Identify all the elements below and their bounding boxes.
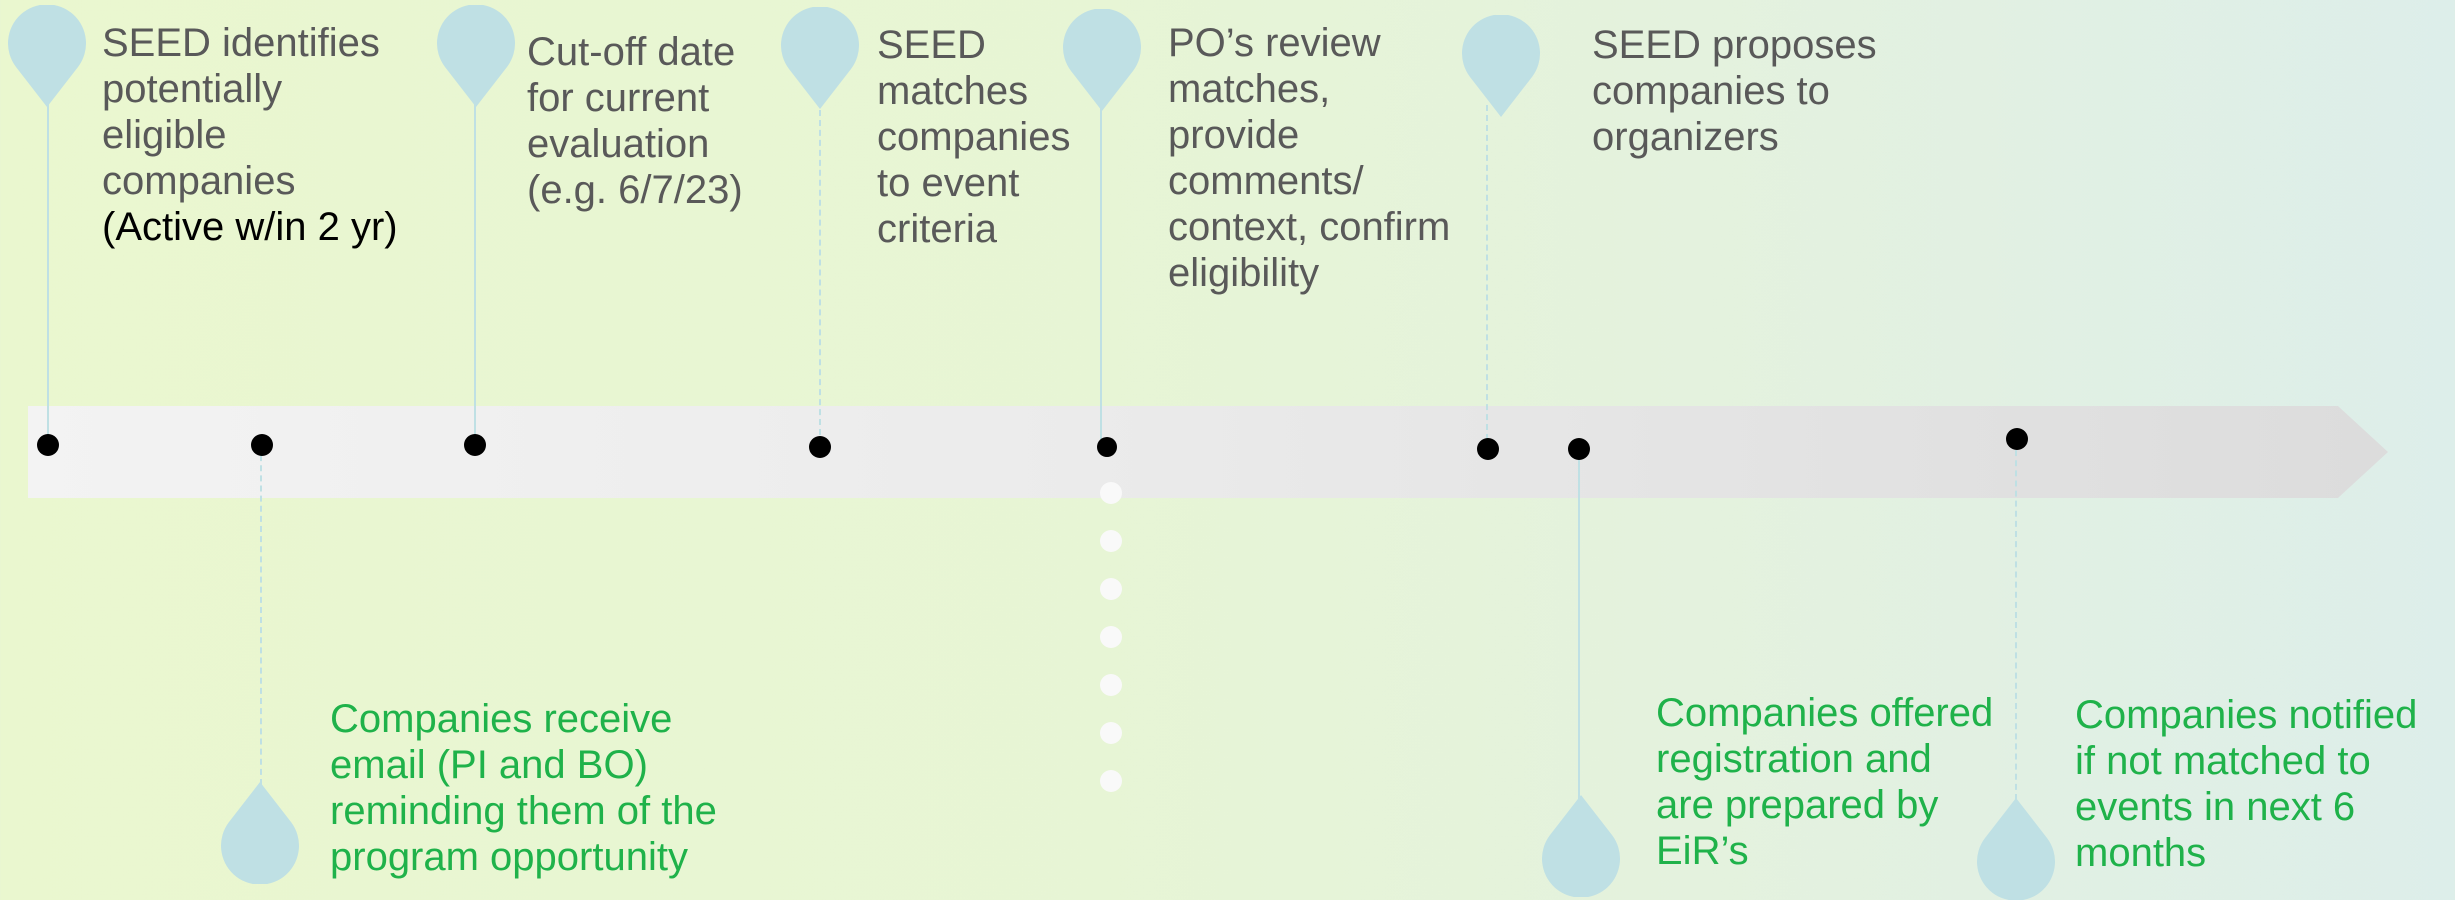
label-line: program opportunity [330, 835, 688, 879]
bottom-pin-2 [1542, 795, 1620, 897]
pin-stem [47, 95, 49, 440]
label-line: context, confirm [1168, 205, 1451, 249]
label-line: for current [527, 76, 710, 120]
pin-stem [1486, 105, 1488, 450]
top-pin-2 [437, 5, 515, 107]
label-line: organizers [1592, 115, 1779, 159]
bottom-event-3-label: Companies notified if not matched to eve… [2075, 692, 2417, 876]
label-line: potentially [102, 67, 283, 111]
label-line: matches [877, 69, 1029, 113]
pin-stem [2015, 440, 2017, 800]
top-event-1-label: SEED identifies potentially eligible com… [102, 20, 398, 250]
timeline-dot [1477, 438, 1499, 460]
timeline-dot [1568, 438, 1590, 460]
label-line: email (PI and BO) [330, 743, 648, 787]
continuation-dot [1100, 722, 1122, 744]
pin-stem [1578, 450, 1580, 800]
label-line: companies [877, 115, 1071, 159]
label-line: companies to [1592, 69, 1830, 113]
label-line: provide [1168, 113, 1300, 157]
label-line: events in next 6 [2075, 785, 2356, 829]
label-line: Companies receive [330, 697, 673, 741]
bottom-event-1-label: Companies receive email (PI and BO) remi… [330, 696, 717, 880]
continuation-dot [1100, 578, 1122, 600]
label-line: are prepared by [1656, 783, 1939, 827]
bottom-pin-3 [1977, 798, 2055, 900]
label-line: SEED [877, 23, 986, 67]
bottom-pin-1 [221, 782, 299, 884]
pin-stem [819, 100, 821, 445]
timeline-dot [2006, 428, 2028, 450]
pin-stem [1100, 100, 1102, 445]
top-event-5-label: SEED proposes companies to organizers [1592, 22, 1877, 160]
timeline-dot [464, 434, 486, 456]
top-event-4-label: PO’s review matches, provide comments/ c… [1168, 20, 1450, 296]
label-line: eligibility [1168, 251, 1320, 295]
label-line: comments/ [1168, 159, 1364, 203]
top-pin-5 [1462, 15, 1540, 117]
continuation-dot [1100, 530, 1122, 552]
pin-stem [474, 95, 476, 440]
timeline-dot [37, 434, 59, 456]
timeline-dot [251, 434, 273, 456]
top-event-3-label: SEED matches companies to event criteria [877, 22, 1070, 252]
label-line: SEED identifies [102, 21, 380, 65]
continuation-dot [1100, 674, 1122, 696]
label-line: Cut-off date [527, 30, 736, 74]
label-line: to event [877, 161, 1020, 205]
label-line: if not matched to [2075, 739, 2371, 783]
pin-stem [260, 445, 262, 785]
continuation-dot [1100, 770, 1122, 792]
label-line: months [2075, 831, 2207, 875]
label-line: Companies notified [2075, 693, 2418, 737]
label-line: reminding them of the [330, 789, 717, 833]
top-pin-1 [8, 5, 86, 107]
bottom-event-2-label: Companies offered registration and are p… [1656, 690, 1993, 874]
top-pin-4 [1063, 9, 1141, 111]
label-line: evaluation [527, 122, 710, 166]
label-line: Companies offered [1656, 691, 1994, 735]
top-event-2-label: Cut-off date for current evaluation (e.g… [527, 29, 743, 213]
continuation-dot [1100, 626, 1122, 648]
label-line: PO’s review [1168, 21, 1381, 65]
timeline-dot [1097, 437, 1117, 457]
label-line-emphasis: (Active w/in 2 yr) [102, 205, 398, 249]
label-line: companies [102, 159, 296, 203]
label-line: registration and [1656, 737, 1932, 781]
label-line: (e.g. 6/7/23) [527, 168, 743, 212]
label-line: EiR’s [1656, 829, 1749, 873]
label-line: SEED proposes [1592, 23, 1877, 67]
top-pin-3 [781, 7, 859, 109]
timeline-dot [809, 436, 831, 458]
label-line: criteria [877, 207, 998, 251]
continuation-dot [1100, 482, 1122, 504]
label-line: matches, [1168, 67, 1331, 111]
timeline-arrow [28, 406, 2388, 498]
label-line: eligible [102, 113, 227, 157]
